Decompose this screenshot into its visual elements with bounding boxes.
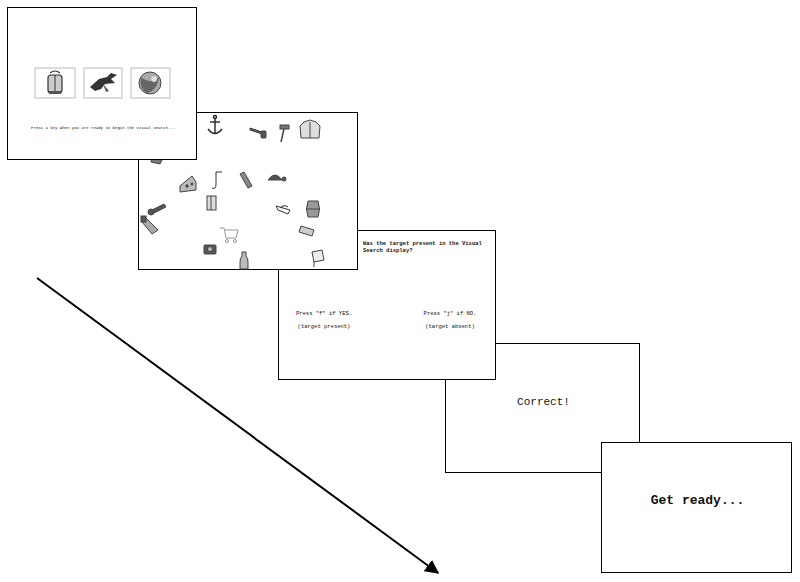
icon-part xyxy=(139,72,161,94)
icon-part xyxy=(240,172,252,188)
response-key: Press "j" if NO. xyxy=(407,311,493,318)
hook-icon xyxy=(212,172,222,189)
icon-part xyxy=(307,201,320,217)
icon-part xyxy=(280,125,289,129)
icon-part xyxy=(250,128,262,134)
wrench-icon xyxy=(148,204,166,215)
icon-part xyxy=(180,176,196,192)
box-icon xyxy=(207,196,216,210)
hammer-icon xyxy=(280,125,289,142)
icon-part xyxy=(55,75,56,93)
icon-part xyxy=(208,247,213,252)
ready-screen: Get ready... xyxy=(601,442,792,573)
icon-part xyxy=(282,177,286,181)
icon-part xyxy=(299,226,314,236)
harmonica-icon xyxy=(299,226,314,236)
barrel-icon xyxy=(306,201,320,217)
icon-part xyxy=(191,183,193,185)
icon-part xyxy=(268,175,282,180)
clothespin-icon xyxy=(276,206,290,214)
icon-part xyxy=(214,116,217,119)
feedback-text: Correct! xyxy=(456,396,631,410)
icon-part xyxy=(240,252,248,269)
icon-part xyxy=(48,75,62,93)
camera-icon xyxy=(204,245,216,254)
cheese-icon xyxy=(180,176,196,192)
icon-part xyxy=(211,196,212,210)
icon-part xyxy=(261,131,266,138)
icon-part xyxy=(207,196,216,210)
icon-part xyxy=(141,216,146,222)
icon-part xyxy=(210,121,220,122)
cart-icon xyxy=(220,228,238,243)
icon-part xyxy=(214,118,215,134)
icon-part xyxy=(276,206,290,214)
instruction-text: Press a key when you are ready to begin … xyxy=(18,126,188,131)
icon-part xyxy=(226,240,229,243)
icon-part xyxy=(49,91,61,94)
response-meaning: (target present) xyxy=(281,324,367,331)
target-icons xyxy=(7,7,197,160)
icon-part xyxy=(204,245,216,254)
icon-part xyxy=(234,240,237,243)
pencil-icon xyxy=(240,172,252,188)
response-key: Press "f" if YES. xyxy=(281,311,367,318)
icon-part xyxy=(141,77,159,93)
icon-part xyxy=(306,209,320,210)
question-text: Was the target present in the Visual Sea… xyxy=(363,241,491,255)
icon-part xyxy=(220,228,238,238)
icon-part xyxy=(300,120,320,138)
bottle-icon xyxy=(240,252,248,269)
icon-part xyxy=(314,262,315,267)
pipe-icon xyxy=(250,128,266,138)
turtle-icon xyxy=(268,175,286,181)
ball-icon xyxy=(139,72,161,94)
icon-part xyxy=(310,122,311,138)
jacket-icon xyxy=(300,120,320,138)
response-meaning: (target absent) xyxy=(407,324,493,331)
icon-part xyxy=(212,172,222,189)
icon-part xyxy=(186,185,188,187)
icon-part xyxy=(312,250,324,262)
icon-part xyxy=(148,209,154,215)
anchor-icon xyxy=(208,116,222,135)
icon-part xyxy=(281,129,284,142)
ready-text: Get ready... xyxy=(612,493,783,509)
icon-part xyxy=(151,76,157,82)
icon-part xyxy=(208,129,222,134)
saw-icon xyxy=(141,216,158,234)
mailbox-icon xyxy=(312,250,324,267)
